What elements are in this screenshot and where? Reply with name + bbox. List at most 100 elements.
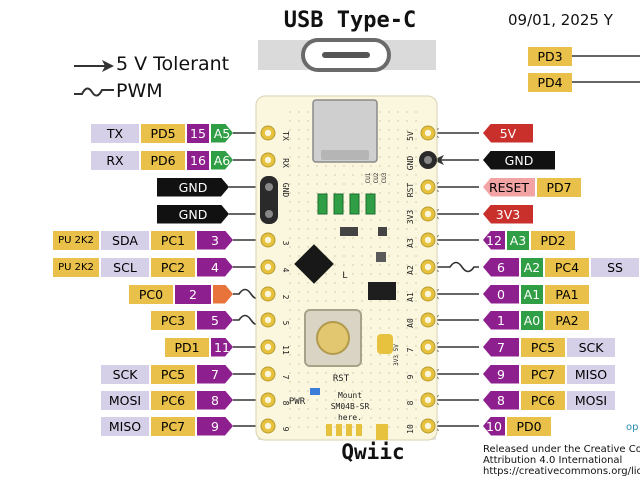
board-dot — [316, 417, 318, 419]
board-dot — [406, 174, 408, 176]
smd-part-c — [376, 252, 386, 262]
mount-text-2: SM04B-SR — [331, 402, 370, 411]
board-dot — [370, 408, 372, 410]
board-dot — [289, 156, 291, 158]
board-dot — [307, 219, 309, 221]
left-pin-label-4-0: PU 2K2 — [53, 230, 99, 250]
board-dot — [406, 327, 408, 329]
board-dot — [361, 246, 363, 248]
board-dot — [298, 156, 300, 158]
board-dot — [388, 264, 390, 266]
board-dot — [415, 363, 417, 365]
board-dot — [298, 174, 300, 176]
board-dot — [289, 165, 291, 167]
board-dot — [370, 174, 372, 176]
board-dot — [334, 408, 336, 410]
board-dot — [415, 156, 417, 158]
board-dot — [415, 246, 417, 248]
board-dot — [406, 417, 408, 419]
mcu-chip — [294, 244, 334, 284]
board-dot — [316, 399, 318, 401]
board-dot — [370, 165, 372, 167]
board-dot — [370, 381, 372, 383]
top-right-pin-label-0: PD3 — [528, 46, 572, 66]
board-dot — [370, 309, 372, 311]
board-dot — [298, 363, 300, 365]
board-dot — [298, 381, 300, 383]
board-dot — [379, 381, 381, 383]
board-dot — [289, 201, 291, 203]
board-dot — [361, 255, 363, 257]
board-dot — [397, 336, 399, 338]
board-dot — [361, 417, 363, 419]
board-dot — [289, 354, 291, 356]
board-dot — [352, 219, 354, 221]
board-dot — [415, 282, 417, 284]
pad-left-hole-10 — [264, 396, 272, 404]
board-dot — [289, 228, 291, 230]
board-dot — [379, 408, 381, 410]
board-dot — [298, 273, 300, 275]
board-dot — [388, 111, 390, 113]
right-pin-label-8-0: 7 — [483, 337, 519, 357]
pad-left-hole-11 — [264, 422, 272, 430]
board-dot — [334, 246, 336, 248]
board-dot — [334, 183, 336, 185]
right-pin-label-6-1: A1 — [521, 284, 543, 304]
right-pin-label-4-1: A3 — [507, 230, 529, 250]
board-dot — [370, 318, 372, 320]
board-dot — [370, 246, 372, 248]
board-dot — [307, 417, 309, 419]
left-pin-label-1-1: PD6 — [141, 150, 185, 170]
board-dot — [289, 318, 291, 320]
board-dot — [388, 201, 390, 203]
board-dot — [397, 291, 399, 293]
board-dot — [325, 408, 327, 410]
board-dot — [307, 228, 309, 230]
board-dot — [289, 309, 291, 311]
right-pin-label-3-0: 3V3 — [483, 204, 533, 224]
left-pin-label-8-1: 11 — [211, 338, 233, 357]
board-dot — [397, 138, 399, 140]
led-1 — [333, 193, 344, 215]
left-pin-label-9-0: SCK — [101, 364, 149, 384]
board-dot — [397, 381, 399, 383]
board-dot — [307, 120, 309, 122]
date-text: 09/01, 2025 Y — [508, 11, 613, 29]
right-pin-label-6-2: PA1 — [545, 284, 589, 304]
board-dot — [343, 381, 345, 383]
board-dot — [298, 237, 300, 239]
left-pin-label-6-0: PC0 — [129, 284, 173, 304]
pad-left-hole-4 — [264, 236, 272, 244]
gnd-header-left-pin-a — [265, 183, 273, 191]
board-dot — [406, 264, 408, 266]
pad-right-hole-2 — [424, 183, 432, 191]
board-dot — [397, 228, 399, 230]
board-dot — [343, 282, 345, 284]
board-dot — [298, 417, 300, 419]
board-dot — [415, 309, 417, 311]
silk-left-4: 3 — [281, 241, 290, 246]
qwiic-title: Qwiic — [341, 440, 405, 464]
board-dot — [397, 192, 399, 194]
left-pin-label-9-2: 7 — [197, 365, 233, 384]
left-pin-label-0-0: TX — [91, 123, 139, 143]
board-dot — [289, 291, 291, 293]
usb-type-c-title: USB Type-C — [283, 8, 417, 33]
board-dot — [388, 219, 390, 221]
board-dot — [325, 174, 327, 176]
left-pin-label-6-2 — [213, 285, 233, 304]
led-label-0: CU1 — [365, 172, 372, 183]
board-dot — [307, 381, 309, 383]
board-dot — [415, 120, 417, 122]
board-dot — [388, 309, 390, 311]
board-dot — [388, 183, 390, 185]
left-pin-label-5-1: SCL — [101, 257, 149, 277]
silk-left-11: 9 — [281, 427, 290, 432]
board-dot — [415, 255, 417, 257]
led-label-1: CU2 — [373, 172, 380, 183]
board-dot — [352, 264, 354, 266]
board-dot — [334, 390, 336, 392]
board-dot — [415, 201, 417, 203]
